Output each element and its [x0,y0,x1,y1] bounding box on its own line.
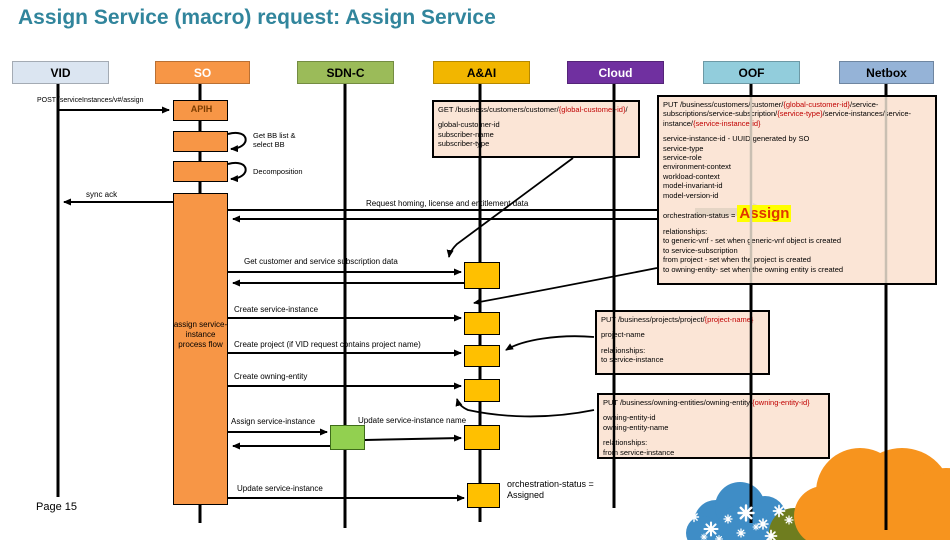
sparkle-icon [703,521,719,537]
label-post-assign: POST /serviceInstances/v#/assign [37,97,144,104]
connector-putnote-to-activation [473,267,658,306]
selfloop-decomposition [227,161,247,183]
actor-box-oof: OOF [703,61,800,84]
page-number: Page 15 [36,501,77,513]
sparkle-icon [772,504,786,518]
page-title: Assign Service (macro) request: Assign S… [18,6,496,29]
activation-apih: APIH [173,100,228,121]
sparkle-icon [714,534,724,540]
sparkle-icon [736,528,746,538]
aai-activation-update-si-name [464,425,500,450]
note-aai-put-service-instance: PUT /business/customers/customer/{global… [657,95,937,285]
sparkles [688,504,794,540]
label-assign-service-instance: Assign service-instance [231,417,316,426]
label-get-customer: Get customer and service subscription da… [244,257,398,266]
note-put-project: PUT /business/projects/project/{project-… [595,310,770,375]
actor-box-sdnc: SDN-C [297,61,394,84]
activation-assign-flow [173,193,228,505]
status-assigned-line2: Assigned [507,490,545,500]
sparkle-icon [737,504,755,522]
aai-activation-get-customer [464,262,500,289]
label-get-bb-list: Get BB list & select BB [253,131,296,149]
note-put-owning-entity: PUT /business/owning-entities/owning-ent… [597,393,830,459]
status-assigned-note: orchestration-status = Assigned [507,479,594,501]
label-update-service-instance: Update service-instance [237,484,323,493]
aai-activation-create-service-instance [464,312,500,335]
aai-activation-create-owning-entity [464,379,500,402]
label-update-si-name: Update service-instance name [358,416,467,425]
activation-decomposition [173,161,228,182]
label-create-owning-entity: Create owning-entity [234,372,308,381]
connector-getnote-to-activation [446,157,574,258]
sparkle-icon [757,518,769,530]
assign-flow-label: assign service-instance process flow [173,320,228,349]
actor-label-cloud: Cloud [598,66,633,80]
aai-activation-update-service-instance [467,483,500,508]
label-request-homing: Request homing, license and entitlement … [366,199,529,208]
actor-label-aai: A&AI [466,66,497,80]
apih-label: APIH [190,104,213,114]
actor-box-cloud: Cloud [567,61,664,84]
activation-get-bb-list [173,131,228,152]
actor-label-sdnc: SDN-C [326,66,365,80]
sdnc-activation-assign [330,425,365,450]
orange-cloud [794,448,950,540]
actor-box-vid: VID [12,61,109,84]
sparkle-icon [723,514,733,524]
actor-box-aai: A&AI [433,61,530,84]
label-create-service-instance: Create service-instance [234,305,319,314]
sparkle-icon [700,533,708,540]
connector-projectnote-to-activation [505,335,595,351]
note-aai-get: GET /business/customers/customer/{global… [432,100,640,158]
connector-owningnote-to-activation [455,398,595,418]
sparkle-icon [752,523,760,531]
actor-box-netbox: Netbox [839,61,934,84]
actor-label-so: SO [193,66,212,80]
label-create-project: Create project (if VID request contains … [234,340,421,349]
actor-label-oof: OOF [738,66,765,80]
actor-label-vid: VID [50,66,71,80]
sparkle-icon [764,529,778,540]
aai-activation-create-project [464,345,500,367]
sparkle-icon [688,511,700,523]
arrow-update-si-name [364,434,462,442]
selfloop-get-bb-list [227,131,247,153]
label-decomposition: Decomposition [253,167,303,176]
actor-box-so: SO [155,61,250,84]
label-sync-ack: sync ack [86,190,118,199]
sparkle-icon [784,515,794,525]
actor-label-netbox: Netbox [866,66,907,80]
status-assigned-line1: orchestration-status = [507,479,594,489]
